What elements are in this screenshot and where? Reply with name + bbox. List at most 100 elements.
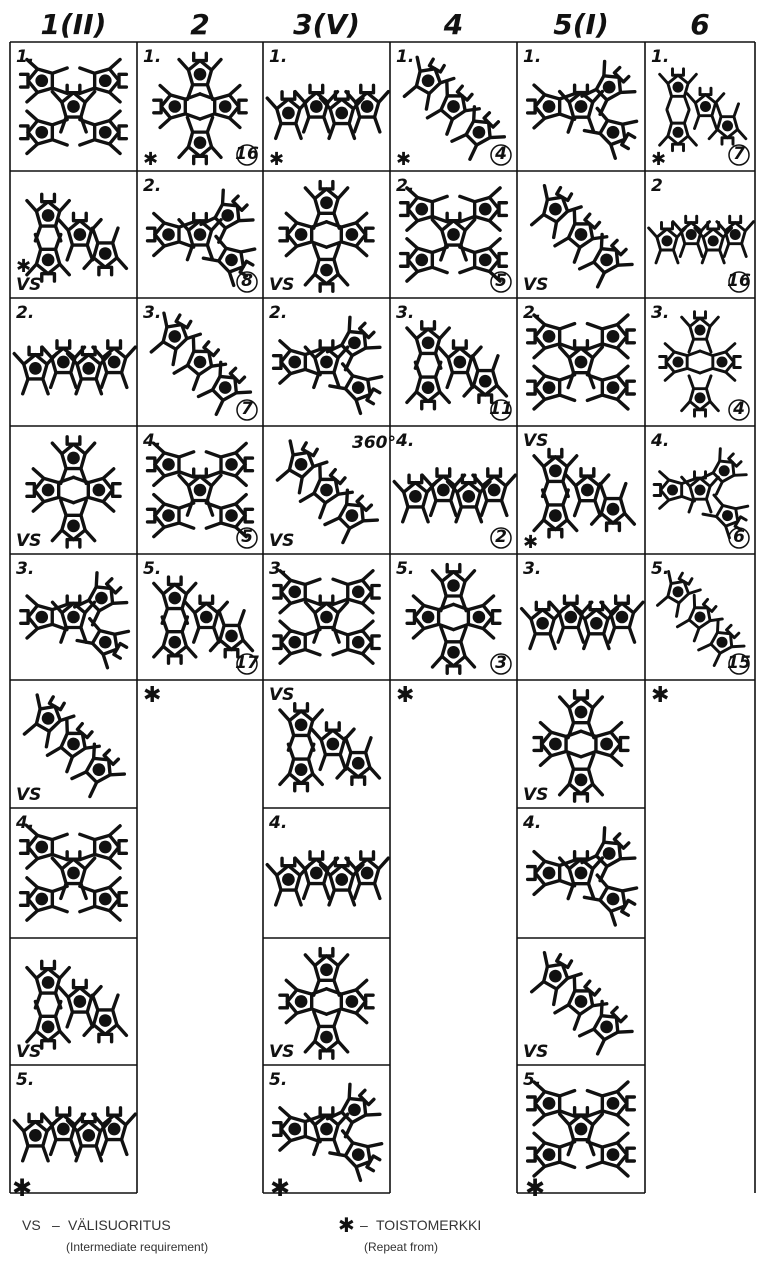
cell-label: 1. <box>651 47 669 67</box>
legend-star-dash: – <box>360 1217 368 1233</box>
dancer-figure-icon <box>327 980 374 1022</box>
formation-cell: VS <box>269 182 373 295</box>
formation-cell: 2. <box>14 303 135 394</box>
dancer-figure-icon <box>21 596 67 638</box>
count-number: 8 <box>241 271 253 291</box>
cell-label: 5. <box>523 1070 541 1090</box>
column-header: 6 <box>690 8 709 41</box>
column-header: 2 <box>190 8 209 41</box>
count-number: 7 <box>241 399 253 419</box>
dancer-figure-icon <box>280 980 327 1022</box>
legend-star-term: TOISTOMERKKI <box>376 1217 481 1233</box>
formation-cell: 2. <box>523 303 634 409</box>
dancer-figure-icon <box>68 347 110 394</box>
formation-cell: 1. <box>16 47 126 153</box>
dancer-figure-icon <box>333 571 379 613</box>
dancer-figure-icon <box>52 852 94 899</box>
dancer-figure-icon <box>433 627 475 673</box>
formation-cell: 4. <box>267 813 388 905</box>
dancer-figure-icon <box>305 1012 347 1059</box>
count-number: 11 <box>489 399 513 419</box>
repeat-star-icon: ✱ <box>651 149 666 170</box>
formation-cell: 216 <box>649 176 754 292</box>
legend-star-icon: ✱ <box>338 1213 355 1237</box>
cell-note: VS <box>523 785 548 805</box>
dancer-figure-icon <box>179 117 221 163</box>
cell-label: 1. <box>523 47 541 67</box>
cell-label: 5. <box>651 559 669 579</box>
formation-cell: VS <box>269 949 373 1062</box>
grid-lines <box>10 42 755 1193</box>
count-number: 15 <box>727 653 751 673</box>
dancer-figure-icon <box>407 596 453 638</box>
cell-label: 1. <box>269 47 287 67</box>
dancer-figure-icon <box>660 110 697 150</box>
formation-cell: 5.15 <box>651 559 751 674</box>
count-number: 2 <box>495 527 507 547</box>
column-header: 1(II) <box>41 8 107 41</box>
repeat-star-icon: ✱ <box>16 256 31 277</box>
legend-vs-symbol: VS <box>22 1217 41 1233</box>
formation-cell: VS360° <box>269 433 396 551</box>
cell-note: VS <box>16 275 41 295</box>
count-number: 5 <box>241 527 253 547</box>
formation-cell: VS✱ <box>16 194 126 295</box>
repeat-star-icon: ✱ <box>651 683 669 708</box>
dancer-figure-icon <box>274 1108 321 1150</box>
dancer-figure-icon <box>80 826 127 868</box>
repeat-star-icon: ✱ <box>269 149 284 170</box>
dancer-figure-icon <box>148 214 194 256</box>
formation-cell: VS <box>16 437 120 551</box>
cell-label: VS <box>523 431 548 451</box>
dancer-figure-icon <box>27 194 69 241</box>
cell-note: VS <box>269 1042 294 1062</box>
dancer-figure-icon <box>154 86 200 128</box>
formation-cell: 5. <box>14 1070 135 1161</box>
dancer-figure-icon <box>587 1082 634 1125</box>
dancer-figure-icon <box>660 69 697 109</box>
formation-cells: 1.VS✱2.VS3.VS4.VS5.1.✱162.83.74.55.171.✱… <box>14 47 753 1184</box>
dancer-figure-icon <box>321 92 363 139</box>
legend-star-english: (Repeat from) <box>364 1240 438 1254</box>
formation-cell: 3. <box>269 559 379 663</box>
cell-label: 5. <box>269 1070 287 1090</box>
column-header: 5(I) <box>553 8 609 41</box>
dancer-figure-icon <box>534 449 577 496</box>
cell-label: 3. <box>396 303 414 323</box>
dancer-figure-icon <box>682 376 719 416</box>
formation-cell: 1. ✱ <box>267 47 388 170</box>
cell-label: 3. <box>651 303 669 323</box>
bottom-repeat-stars: ✱ ✱ ✱ <box>12 1174 545 1202</box>
formation-cell: 2.5 <box>396 176 511 292</box>
column-header: 3(V) <box>293 8 360 41</box>
cell-note: VS <box>16 785 41 805</box>
count-number: 4 <box>732 399 745 419</box>
cell-note: VS <box>523 1042 548 1062</box>
count-number: 16 <box>235 144 259 164</box>
dancer-figure-icon <box>682 312 719 352</box>
cell-label: 3. <box>16 559 34 579</box>
cell-label: VS <box>269 685 294 705</box>
dancer-figure-icon <box>27 961 69 1008</box>
formation-cell: 3. <box>16 559 134 671</box>
cell-label: 2. <box>396 176 414 196</box>
repeat-star-icon: ✱ <box>143 149 158 170</box>
dancer-figure-icon <box>274 341 321 383</box>
cell-label: 3. <box>269 559 287 579</box>
dancer-figure-icon <box>80 60 127 102</box>
cell-note: VS <box>269 531 294 551</box>
cell-note: VS <box>523 275 548 295</box>
cell-label: 2. <box>269 303 287 323</box>
dancer-figure-icon <box>154 617 196 663</box>
cell-label: 4. <box>142 431 161 451</box>
count-number: 4 <box>494 144 507 164</box>
dancer-figure-icon <box>528 852 575 895</box>
dancer-figure-icon <box>654 472 694 509</box>
formation-cell: VS <box>269 685 379 791</box>
count-number: 5 <box>495 271 507 291</box>
formation-cell: VS <box>16 961 126 1062</box>
dancer-figure-icon <box>27 469 74 511</box>
dancer-figure-icon <box>560 754 603 801</box>
cell-label: 4. <box>395 431 414 451</box>
